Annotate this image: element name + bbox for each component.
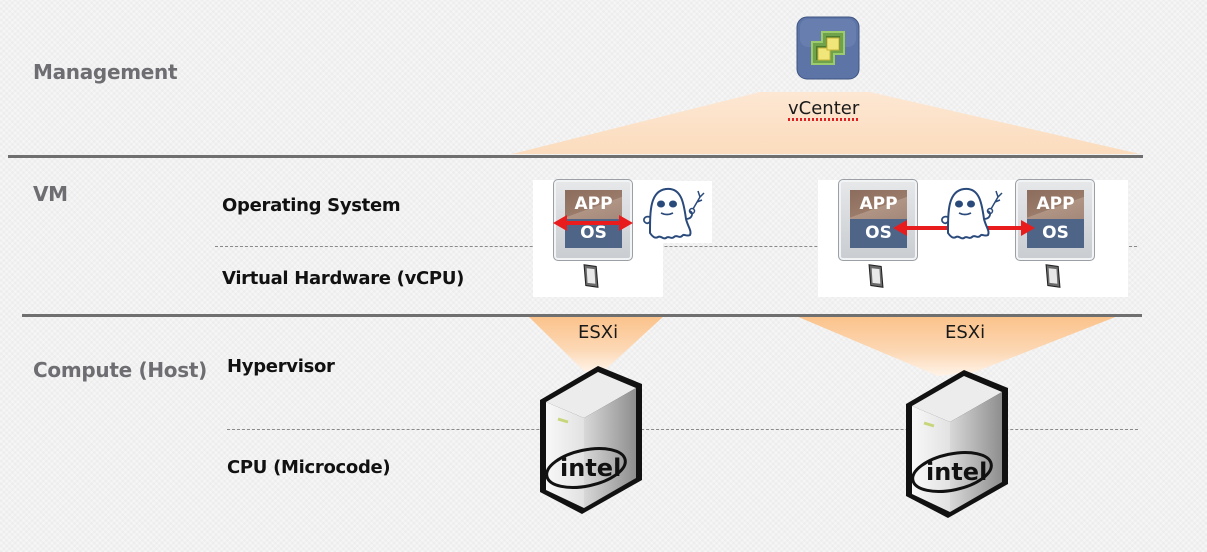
divider-vm-compute: [22, 314, 1142, 317]
vm-card-1[interactable]: APP OS: [553, 179, 633, 261]
server-host-2[interactable]: intel: [902, 364, 1014, 522]
intel-logo-text: intel: [926, 458, 987, 486]
vcenter-label: vCenter: [788, 98, 860, 119]
os-layer: OS: [1027, 219, 1084, 248]
spectre-ghost-icon: [636, 181, 712, 243]
server-tower-icon: intel: [540, 366, 642, 514]
vcpu-chip-icon: [1045, 264, 1061, 288]
esxi-fan-2: [796, 316, 1118, 376]
app-layer: APP: [1027, 190, 1084, 219]
app-layer: APP: [565, 190, 622, 219]
esxi-label-1: ESXi: [578, 322, 619, 343]
vcpu-chip-icon: [868, 264, 884, 288]
server-host-1[interactable]: intel: [536, 360, 648, 518]
vcenter-fan: [512, 92, 1140, 154]
sublayer-label-operating-system: Operating System: [222, 195, 401, 216]
server-tower-icon: intel: [906, 370, 1008, 518]
sublayer-label-hypervisor: Hypervisor: [227, 356, 335, 377]
app-layer: APP: [850, 190, 907, 219]
esxi-fan-1: [528, 316, 664, 372]
dashed-divider-compute: [227, 429, 1138, 430]
vm-card-2[interactable]: APP OS: [838, 179, 918, 261]
vcenter-icon: [796, 16, 860, 80]
os-layer: OS: [850, 219, 907, 248]
vcpu-chip-icon: [583, 264, 599, 288]
layer-label-management: Management: [33, 60, 178, 84]
dashed-divider-vm: [215, 246, 1137, 247]
sublayer-label-virtual-hardware: Virtual Hardware (vCPU): [222, 268, 465, 289]
layer-label-compute: Compute (Host): [33, 358, 207, 382]
vm-card-3[interactable]: APP OS: [1015, 179, 1095, 261]
divider-management-vm: [8, 155, 1143, 158]
spectre-ghost-icon: [941, 187, 1003, 240]
double-arrow-icon: [553, 215, 633, 231]
intel-logo-text: intel: [560, 454, 621, 482]
spellcheck-underline: [788, 118, 860, 121]
layer-label-vm: VM: [33, 182, 68, 206]
sublayer-label-cpu: CPU (Microcode): [227, 457, 391, 478]
esxi-label-2: ESXi: [945, 322, 986, 343]
